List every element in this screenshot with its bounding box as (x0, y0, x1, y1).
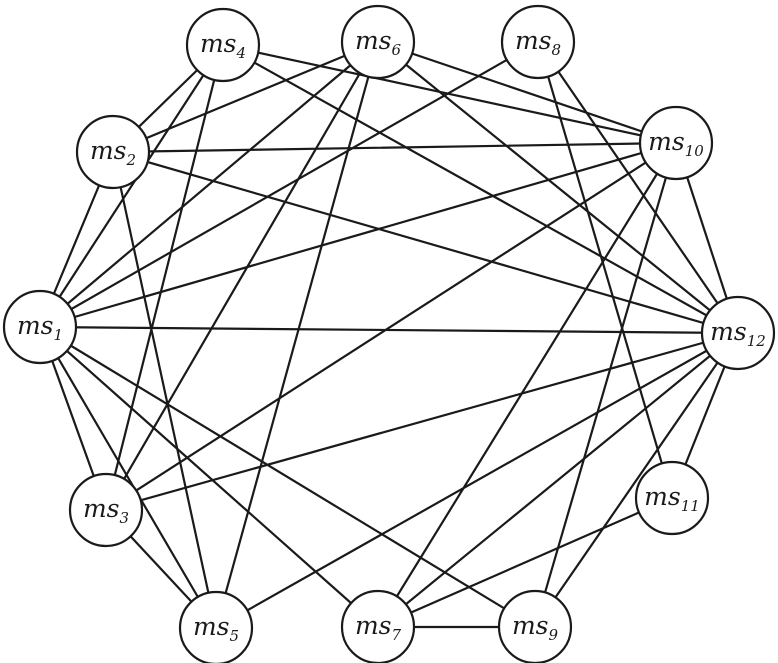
node-label-main: ms (17, 311, 54, 340)
node-circle (638, 105, 714, 181)
edge-ms9-ms10 (533, 141, 678, 629)
node-label: ms11 (644, 482, 700, 515)
edge-ms3-ms10 (104, 141, 678, 512)
edge-ms2-ms10 (111, 141, 678, 154)
node-circle (340, 589, 416, 663)
node-label-main: ms (90, 136, 127, 165)
node-ms7: ms7 (340, 589, 416, 663)
node-label: ms9 (512, 611, 559, 644)
edge-ms8-ms11 (536, 40, 674, 500)
node-label-subscript: 3 (120, 509, 130, 527)
edge-ms1-ms7 (38, 325, 380, 629)
edge-ms8-ms12 (536, 40, 740, 335)
node-label-main: ms (193, 612, 230, 641)
node-label-subscript: 4 (236, 44, 247, 62)
node-label: ms5 (193, 612, 239, 645)
node-ms1: ms1 (2, 289, 78, 365)
node-label-main: ms (644, 482, 681, 511)
node-label-subscript: 11 (681, 497, 700, 515)
node-circle (700, 295, 776, 371)
edge-ms7-ms11 (376, 496, 674, 629)
node-label: ms2 (90, 136, 136, 169)
node-label-main: ms (200, 29, 237, 58)
node-circle (75, 114, 151, 190)
node-ms9: ms9 (497, 589, 573, 663)
node-label: ms4 (200, 29, 246, 62)
node-label-subscript: 9 (549, 626, 559, 644)
node-ms10: ms10 (638, 105, 714, 181)
edge-ms1-ms8 (38, 40, 540, 329)
node-label: ms10 (648, 127, 704, 160)
node-circle (497, 589, 573, 663)
node-label: ms6 (355, 26, 402, 59)
node-label-subscript: 5 (230, 627, 240, 645)
node-label-subscript: 12 (747, 332, 766, 350)
node-ms6: ms6 (340, 4, 416, 80)
node-label-subscript: 1 (54, 326, 64, 344)
edge-ms1-ms5 (38, 325, 218, 630)
node-circle (185, 7, 261, 83)
node-circle (634, 460, 710, 536)
edge-ms1-ms10 (38, 141, 678, 329)
edge-ms2-ms12 (111, 150, 740, 335)
edge-ms4-ms10 (221, 43, 678, 145)
edge-ms4-ms12 (221, 43, 740, 335)
edge-ms2-ms6 (111, 40, 380, 154)
edge-ms6-ms10 (376, 40, 678, 145)
node-label-main: ms (512, 611, 549, 640)
node-label-subscript: 8 (552, 41, 562, 59)
edge-ms3-ms6 (104, 40, 380, 512)
node-circle (2, 289, 78, 365)
edge-ms7-ms12 (376, 331, 740, 629)
node-label-subscript: 6 (392, 41, 402, 59)
edge-ms1-ms6 (38, 40, 380, 329)
node-label: ms7 (355, 611, 402, 644)
node-ms5: ms5 (178, 590, 254, 663)
node-circle (340, 4, 416, 80)
node-label-subscript: 10 (685, 142, 705, 160)
edge-ms5-ms12 (214, 331, 740, 630)
node-circle (178, 590, 254, 663)
node-ms4: ms4 (185, 7, 261, 83)
node-ms2: ms2 (75, 114, 151, 190)
edge-layer (38, 40, 740, 630)
node-ms12: ms12 (700, 295, 776, 371)
node-label-main: ms (83, 494, 120, 523)
node-label: ms1 (17, 311, 63, 344)
node-label: ms3 (83, 494, 129, 527)
node-label-subscript: 7 (392, 626, 402, 644)
node-label-main: ms (515, 26, 552, 55)
edge-ms7-ms10 (376, 141, 678, 629)
node-label: ms12 (710, 317, 766, 350)
node-label-main: ms (648, 127, 685, 156)
edge-ms5-ms6 (214, 40, 380, 630)
edge-ms6-ms12 (376, 40, 740, 335)
edge-ms1-ms9 (38, 325, 537, 629)
node-circle (68, 472, 144, 548)
node-ms3: ms3 (68, 472, 144, 548)
edge-ms9-ms12 (533, 331, 740, 629)
node-label-main: ms (355, 611, 392, 640)
node-circle (500, 4, 576, 80)
node-label-subscript: 2 (126, 151, 137, 169)
edge-ms2-ms5 (111, 150, 218, 630)
node-label-main: ms (355, 26, 392, 55)
node-ms11: ms11 (634, 460, 710, 536)
node-ms8: ms8 (500, 4, 576, 80)
edge-ms1-ms4 (38, 43, 225, 329)
node-label-main: ms (710, 317, 747, 346)
edge-ms3-ms4 (104, 43, 225, 512)
node-label: ms8 (515, 26, 561, 59)
